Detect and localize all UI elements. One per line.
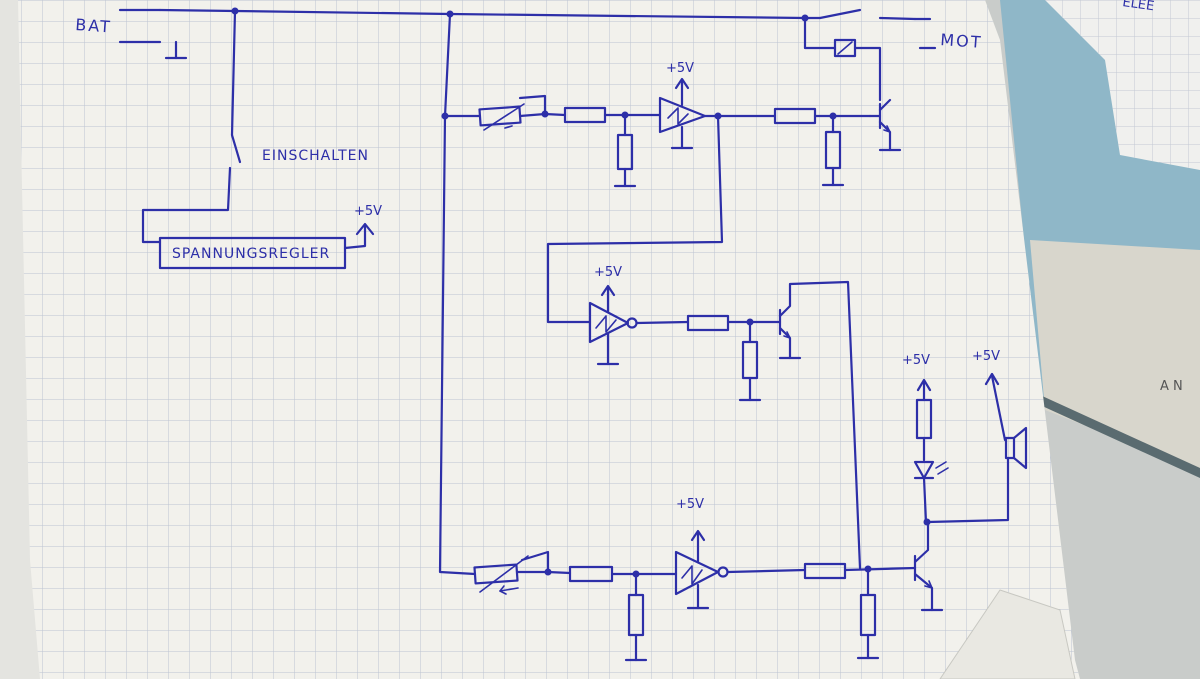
power-switch [141,9,242,244]
upper-pulldown-resistor [613,113,637,188]
lower-base-resistor [726,562,917,580]
notebook-grid [18,0,1080,679]
switch-label: EINSCHALTEN [262,148,369,164]
battery-symbol [118,8,188,60]
led-series-resistor [915,378,933,462]
relay-transistor [868,98,902,152]
middle-transistor [778,280,862,570]
regulator-label: SPANNUNGSREGLER [172,246,330,262]
motor-label: MOT [940,30,983,52]
desk-text: A N [1160,379,1183,394]
corner-paper-grid [1045,0,1200,170]
relay-coil [803,16,882,102]
mat-edge [1040,395,1200,478]
lower-bias-resistor [856,567,880,660]
left-bus-wire [438,12,477,576]
upper-input-resistor [543,106,662,124]
led-indicator [913,460,949,524]
battery-label: BAT [75,15,113,36]
voltage-regulator [158,222,375,270]
upper-base-resistor [773,107,872,125]
lower-schmitt-inverter [674,529,729,610]
buzzer-speaker [926,372,1028,524]
middle-feed-wire [546,114,724,324]
lower-pulldown-resistor [624,572,648,662]
lower-input-resistor [546,565,678,583]
middle-schmitt-inverter [588,284,638,366]
led-supply-label: +5V [902,353,930,368]
folded-corner [939,589,1076,679]
regulator-supply-label: +5V [354,204,382,219]
middle-supply-label: +5V [594,265,622,280]
lower-supply-label: +5V [676,497,704,512]
corner-scrap-label: ELEE [1121,0,1155,14]
upper-supply-label: +5V [666,61,694,76]
buzzer-supply-label: +5V [972,349,1000,364]
lower-potentiometer [473,550,550,595]
upper-bias-resistor [821,114,845,187]
middle-base-resistor [635,314,782,332]
middle-bias-resistor [738,320,762,402]
upper-schmitt-trigger [658,77,707,150]
upper-potentiometer [443,94,547,131]
output-transistor [913,520,944,612]
